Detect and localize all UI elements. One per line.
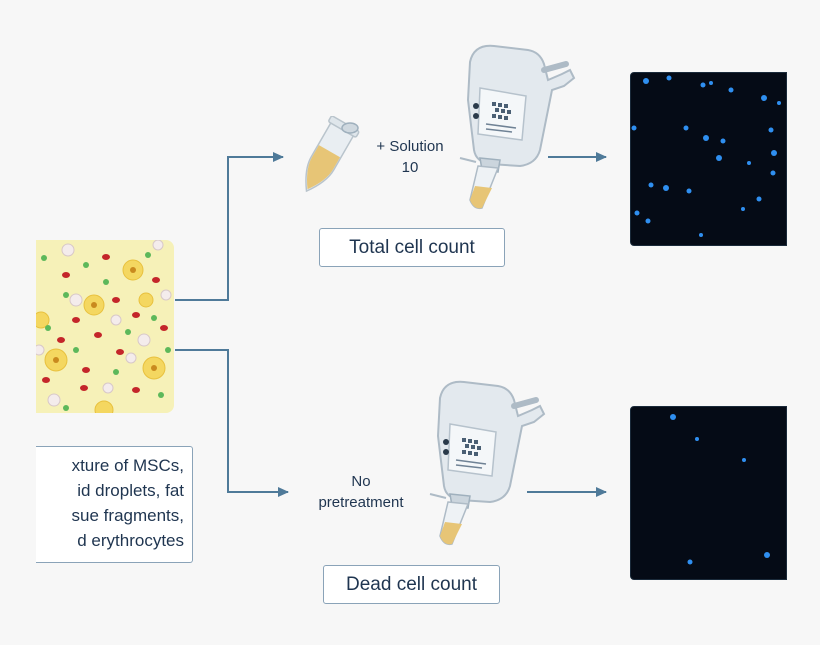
tube-cap xyxy=(341,122,359,134)
reagent-line: pretreatment xyxy=(318,494,404,511)
reagent-label-bottom: No pretreatment xyxy=(296,471,426,513)
reagent-line: + Solution xyxy=(376,138,444,155)
reagent-label-top: + Solution 10 xyxy=(365,136,455,178)
erythrocytes xyxy=(42,254,168,393)
reagent-line: 10 xyxy=(401,159,419,176)
tissue-fragments xyxy=(41,252,171,411)
description-line: sue fragments, xyxy=(71,506,184,525)
reagent-tube xyxy=(305,116,360,193)
dead-cell-count-label: Dead cell count xyxy=(323,565,500,604)
cell-counter-device-bottom xyxy=(429,380,546,546)
fluorescent-cells-dead xyxy=(670,414,770,565)
description-line: id droplets, fat xyxy=(77,481,184,500)
description-line: xture of MSCs, xyxy=(71,456,184,475)
connector-to-top-branch xyxy=(175,152,284,301)
cell-mixture-illustration xyxy=(36,240,174,413)
cell-counter-device-top xyxy=(459,44,576,210)
fluorescent-cells-total xyxy=(631,75,781,237)
white-cells xyxy=(36,240,172,407)
dead-cell-micrograph xyxy=(630,406,787,580)
total-cell-micrograph xyxy=(630,72,787,246)
total-cell-count-label: Total cell count xyxy=(319,228,505,267)
reagent-line: No xyxy=(351,473,371,490)
connector-to-bottom-branch xyxy=(175,349,289,497)
description-line: d erythrocytes xyxy=(77,531,184,550)
cell-mixture-drawing xyxy=(36,240,174,413)
sample-description: xture of MSCs, id droplets, fat sue frag… xyxy=(36,446,193,563)
